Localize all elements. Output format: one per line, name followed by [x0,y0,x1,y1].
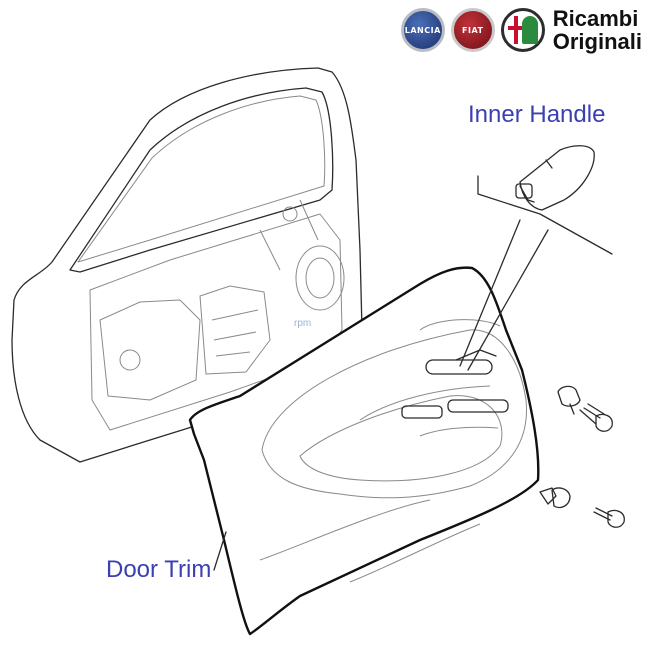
inner-handle-label: Inner Handle [468,101,606,128]
door-trim-label: Door Trim [106,556,212,583]
watermark-text: rpm [294,318,311,329]
alfa-biscione-icon [521,16,538,44]
clip-fastener-1 [557,385,581,415]
lancia-logo-text: LANCIA [404,26,441,35]
fiat-logo-text: FIAT [462,26,484,35]
alfa-romeo-logo [500,8,545,52]
brand-line-1: Ricambi [552,6,639,31]
door-trim-panel [188,266,540,636]
lancia-logo: LANCIA [400,8,445,52]
clip-fastener-2 [539,487,571,509]
handle-callout [459,175,613,371]
brand-title: Ricambi Originali [553,7,642,53]
inner-handle-part [515,145,595,211]
screw-fastener-2 [593,507,625,528]
screw-fastener-1 [579,403,613,432]
door-shell [11,67,363,463]
door-trim-leader [213,531,227,571]
fiat-logo: FIAT [450,8,495,52]
brand-line-2: Originali [552,29,642,54]
brand-logo-strip: LANCIA FIAT Ricambi Originali [400,4,642,56]
alfa-cross-icon [507,16,524,44]
